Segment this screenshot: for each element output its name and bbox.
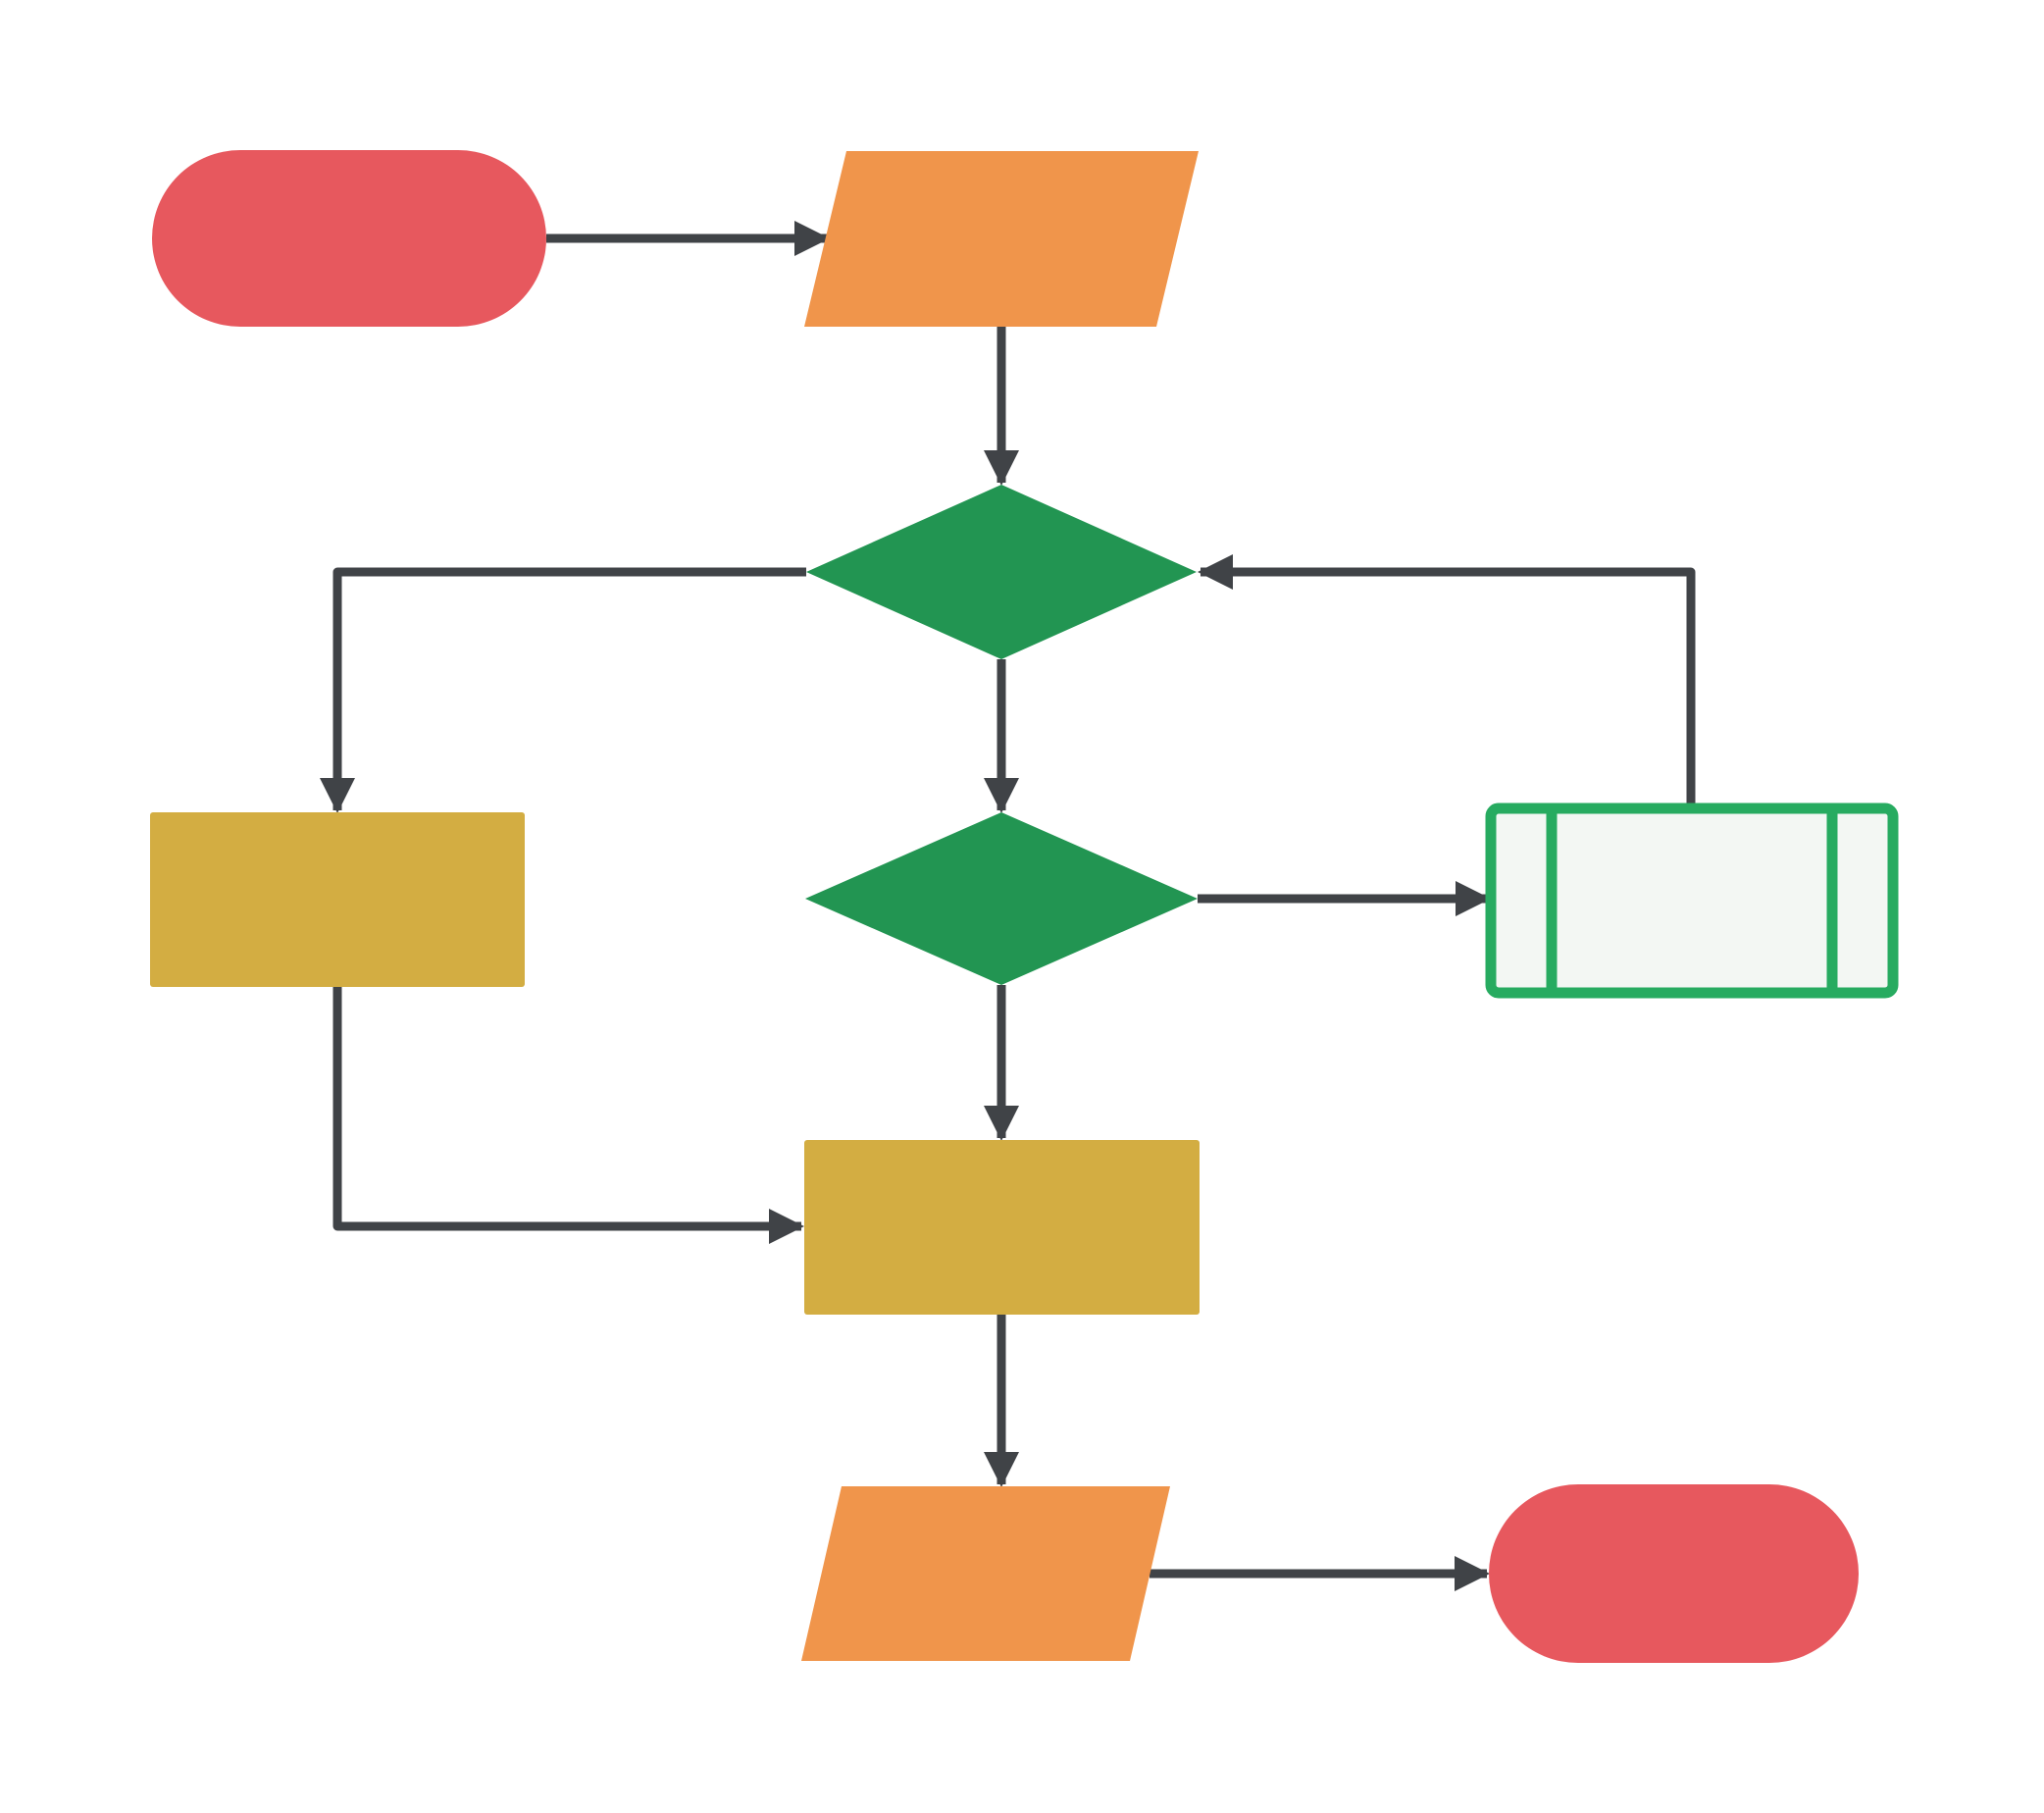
process-rect-left	[150, 812, 525, 987]
output-parallelogram	[801, 1486, 1170, 1661]
decision-diamond-1	[806, 485, 1197, 659]
connector-decision1-to-process-left	[320, 567, 806, 813]
connector-subroutine-to-decision1	[1198, 554, 1696, 808]
input-parallelogram	[804, 151, 1199, 327]
end-terminator	[1489, 1484, 1859, 1663]
decision-diamond-2	[805, 812, 1198, 985]
connector-process-left-to-process-center	[332, 987, 804, 1244]
predefined-process-box	[1485, 803, 1899, 999]
start-terminator	[152, 150, 546, 327]
process-rect-center	[804, 1140, 1200, 1315]
